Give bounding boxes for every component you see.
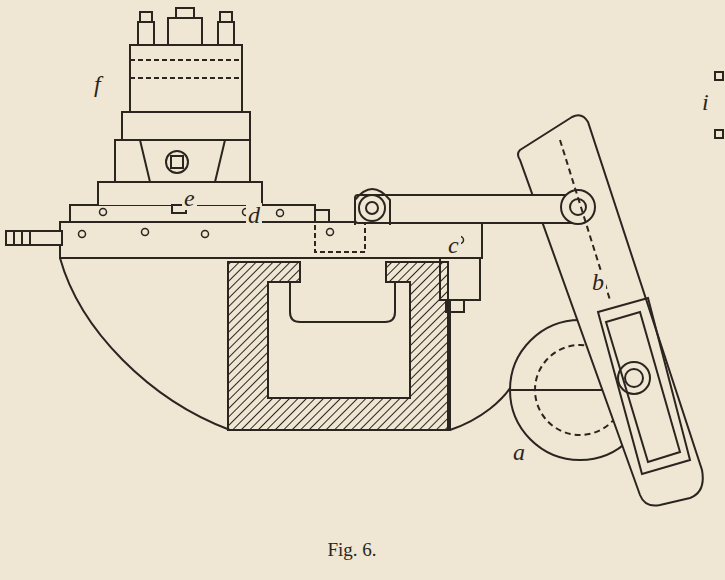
figure-caption: Fig. 6. — [327, 540, 376, 559]
part-letter: d — [246, 203, 262, 227]
part-letter: a — [511, 440, 527, 464]
part-letter: f — [92, 72, 103, 96]
part-letter: b — [590, 270, 606, 294]
part-letter: c — [446, 233, 461, 257]
part-letter: i — [700, 90, 711, 114]
part-letter: e — [182, 186, 197, 210]
